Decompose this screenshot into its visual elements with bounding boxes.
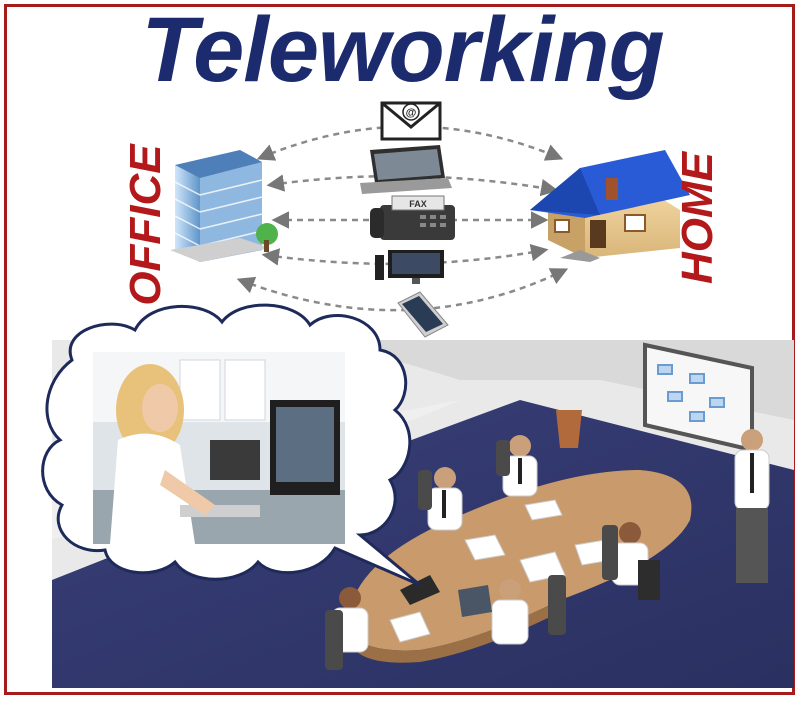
fax-machine-icon: FAX [370, 195, 455, 240]
envelope-icon: @ [380, 101, 442, 141]
table-laptop [458, 585, 492, 617]
conference-phone [400, 575, 440, 605]
smartphone-icon [397, 291, 449, 338]
arrow-lower [261, 243, 549, 266]
home-office-photo [93, 352, 345, 544]
wastebasket [556, 410, 582, 448]
page-title: Teleworking [141, 0, 664, 101]
attendee-4 [491, 579, 529, 645]
attendee-3 [611, 522, 660, 600]
attendee-1 [427, 467, 463, 531]
attendee-2 [502, 435, 538, 497]
fax-label: FAX [409, 199, 427, 209]
presenter [734, 429, 770, 583]
office-label: OFFICE [121, 143, 170, 306]
chairs [325, 440, 618, 670]
arrow-upper [266, 174, 559, 197]
office-building-icon [170, 150, 278, 262]
home-label: HOME [673, 150, 722, 284]
presentation-screen [643, 342, 754, 453]
email-at-symbol: @ [406, 107, 417, 119]
house-icon [530, 150, 690, 262]
desktop-computer-icon [375, 250, 444, 284]
laptop-icon [360, 145, 452, 194]
